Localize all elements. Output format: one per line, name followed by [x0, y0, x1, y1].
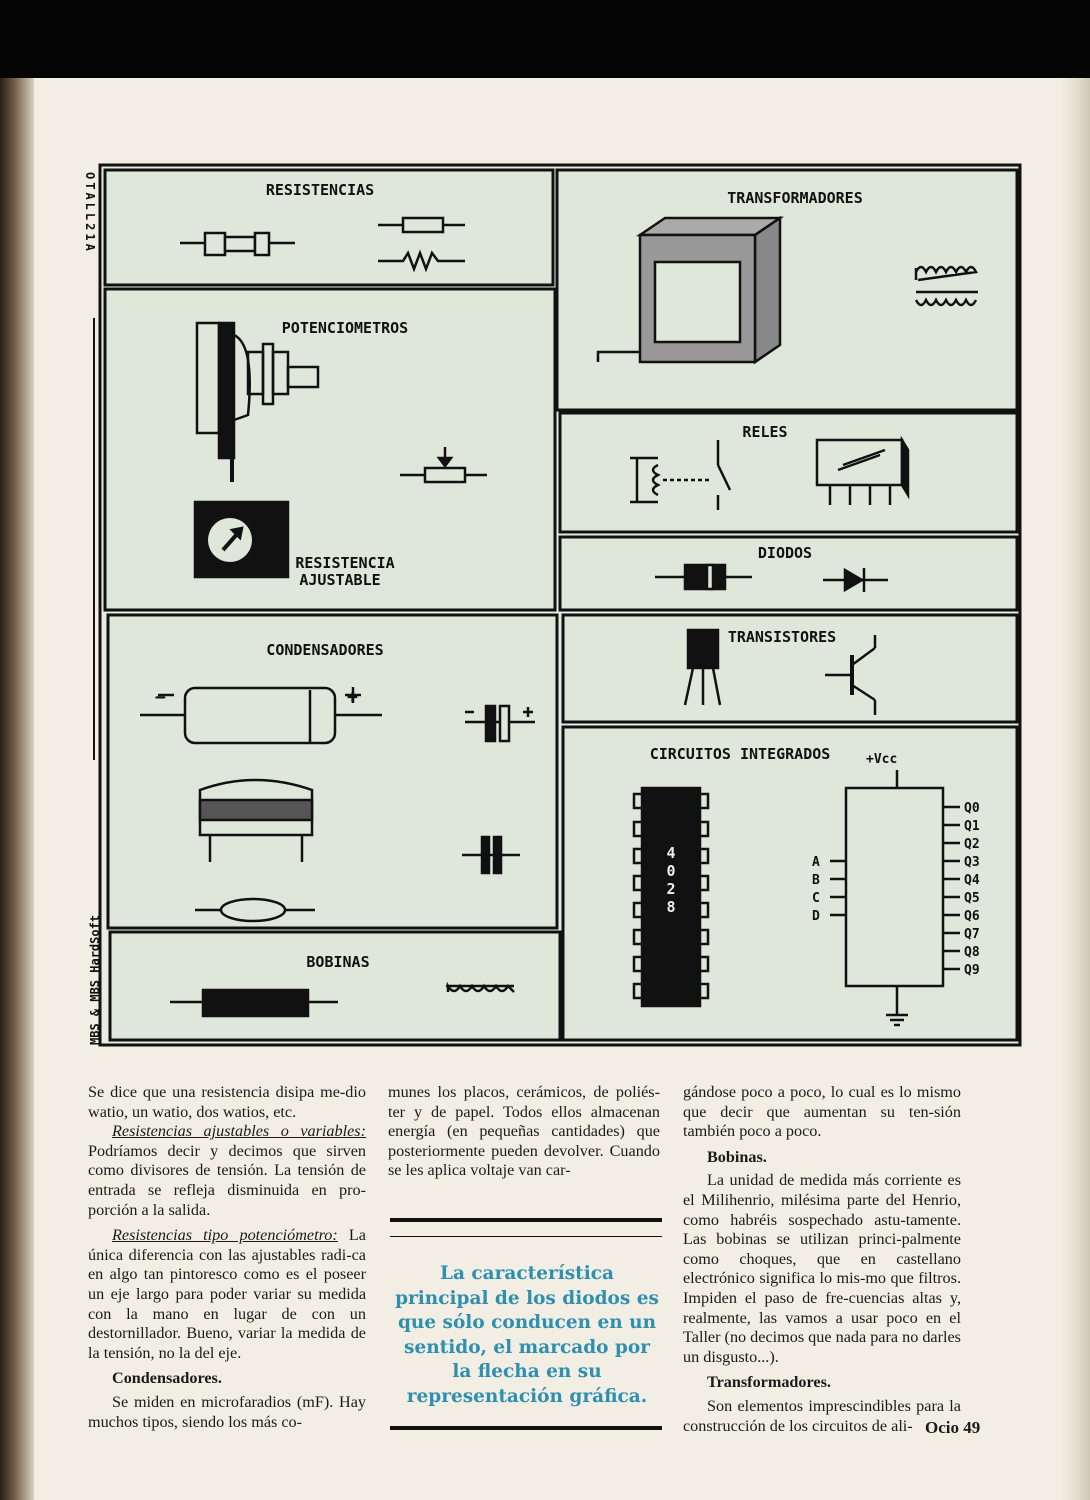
- section-heading: Condensadores.: [112, 1369, 222, 1388]
- svg-text:0: 0: [666, 862, 675, 880]
- title-potenciometros: POTENCIOMETROS: [282, 319, 408, 337]
- panel-reles: [558, 411, 1019, 534]
- divider: [390, 1236, 662, 1237]
- title-circuitos: CIRCUITOS INTEGRADOS: [650, 745, 831, 763]
- potentiometer-symbol: [400, 447, 487, 484]
- transistor-drawing: [683, 628, 722, 706]
- resistor-drawing: [180, 231, 295, 257]
- ic-output-label: Q6: [964, 909, 980, 924]
- panel-condensadores: [106, 613, 559, 930]
- panel-circuitos: [561, 725, 1019, 1042]
- title-diodos: DIODOS: [758, 544, 812, 562]
- ic-output-label: Q5: [964, 891, 980, 906]
- subheading: Resistencias ajustables o variables:: [112, 1122, 366, 1141]
- article-column-3: gándose poco a poco, lo cual es lo mismo…: [683, 1083, 961, 1436]
- transformer-symbol: [914, 265, 978, 307]
- polyester-capacitor-drawing: [198, 778, 314, 862]
- electrolytic-capacitor-drawing: [140, 686, 382, 745]
- resistor-symbols: [378, 216, 465, 273]
- pull-quote: La característica principal de los diodo…: [395, 1263, 659, 1407]
- article-column-1: Se dice que una resistencia disipa me-di…: [88, 1083, 366, 1432]
- svg-text:4: 4: [666, 844, 675, 862]
- ic-input-label: B: [812, 873, 820, 888]
- section-heading: Bobinas.: [707, 1147, 767, 1166]
- ic-chip-drawing: [632, 786, 710, 1008]
- ic-output-label: Q2: [964, 837, 980, 852]
- title-resistencia-ajustable-1: RESISTENCIA: [295, 554, 394, 572]
- ic-chip-number: 4 0 2 8: [666, 844, 675, 916]
- ic-schematic: [830, 770, 960, 1027]
- title-resistencias: RESISTENCIAS: [266, 181, 374, 199]
- article-column-2: munes los placos, cerámicos, de poliés-t…: [388, 1083, 660, 1181]
- components-figure: OTALL21A MBS & MBS HardSoft RESISTENCIAS…: [83, 163, 1022, 1047]
- trimmer-drawing: [193, 500, 290, 579]
- paragraph: Resistencias tipo potenciómetro: La únic…: [88, 1226, 366, 1362]
- ic-output-label: Q3: [964, 855, 980, 870]
- page-spine-shadow: [0, 78, 34, 1500]
- scan-top-border: [0, 0, 1090, 78]
- ic-output-label: Q8: [964, 945, 980, 960]
- ceramic-capacitor-drawing: [195, 897, 315, 923]
- paragraph: Son elementos imprescindibles para la co…: [683, 1396, 961, 1435]
- paragraph: Se miden en microfaradios (mF). Hay much…: [88, 1392, 366, 1431]
- paragraph: munes los placos, cerámicos, de poliés-t…: [388, 1083, 660, 1180]
- panel-transformadores: [555, 168, 1019, 412]
- paragraph: gándose poco a poco, lo cual es lo mismo…: [683, 1083, 961, 1141]
- page-folio: Ocio 49: [925, 1418, 981, 1437]
- paragraph: La unidad de medida más corriente es el …: [683, 1171, 961, 1366]
- paragraph: Se dice que una resistencia disipa me-di…: [88, 1083, 366, 1121]
- subheading: Resistencias tipo potenciómetro:: [112, 1226, 338, 1245]
- ic-input-label: C: [812, 891, 820, 906]
- ic-output-label: Q1: [964, 819, 980, 834]
- title-resistencia-ajustable-2: AJUSTABLE: [299, 571, 380, 589]
- capacitor-symbol: [462, 835, 520, 875]
- ic-output-label: Q0: [964, 801, 980, 816]
- svg-text:8: 8: [666, 898, 675, 916]
- svg-text:2: 2: [666, 880, 675, 898]
- panel-resistencias: [103, 168, 555, 287]
- cap-plus: +: [347, 687, 358, 708]
- section-heading: Transformadores.: [707, 1373, 831, 1392]
- side-label-bottom: MBS & MBS HardSoft: [88, 915, 102, 1045]
- title-transformadores: TRANSFORMADORES: [727, 189, 862, 207]
- title-transistores: TRANSISTORES: [728, 628, 836, 646]
- panel-diodos: [558, 535, 1019, 612]
- diode-drawing: [655, 563, 752, 591]
- ic-output-label: Q9: [964, 963, 980, 978]
- title-condensadores: CONDENSADORES: [266, 641, 383, 659]
- divider: [390, 1426, 662, 1430]
- cap-polarity-labels: − +: [155, 687, 358, 708]
- relay-drawing: [815, 435, 910, 505]
- panel-potenciometros: [103, 287, 557, 612]
- side-label-top-text: OTALL21A: [83, 172, 97, 254]
- coil-drawing: [170, 988, 338, 1018]
- paragraph: Resistencias ajustables o variables: Pod…: [88, 1122, 366, 1219]
- divider: [390, 1218, 662, 1222]
- ic-input-label: A: [812, 855, 820, 870]
- diode-symbol: [823, 567, 888, 593]
- page-edge: [1060, 78, 1090, 1500]
- ic-input-label: D: [812, 909, 820, 924]
- title-reles: RELES: [742, 423, 787, 441]
- inductor-symbol: [446, 981, 515, 993]
- transformer-drawing: [596, 215, 785, 365]
- transistor-symbol: [825, 635, 877, 715]
- title-bobinas: BOBINAS: [306, 953, 369, 971]
- relay-symbol: [630, 440, 732, 510]
- ic-output-label: Q4: [964, 873, 980, 888]
- ic-vcc-label: +Vcc: [866, 752, 897, 767]
- potentiometer-drawing: [195, 321, 320, 482]
- polarized-capacitor-symbol: [465, 704, 535, 743]
- cap-minus: −: [155, 687, 166, 708]
- panel-transistores: [561, 613, 1019, 724]
- ic-output-label: Q7: [964, 927, 980, 942]
